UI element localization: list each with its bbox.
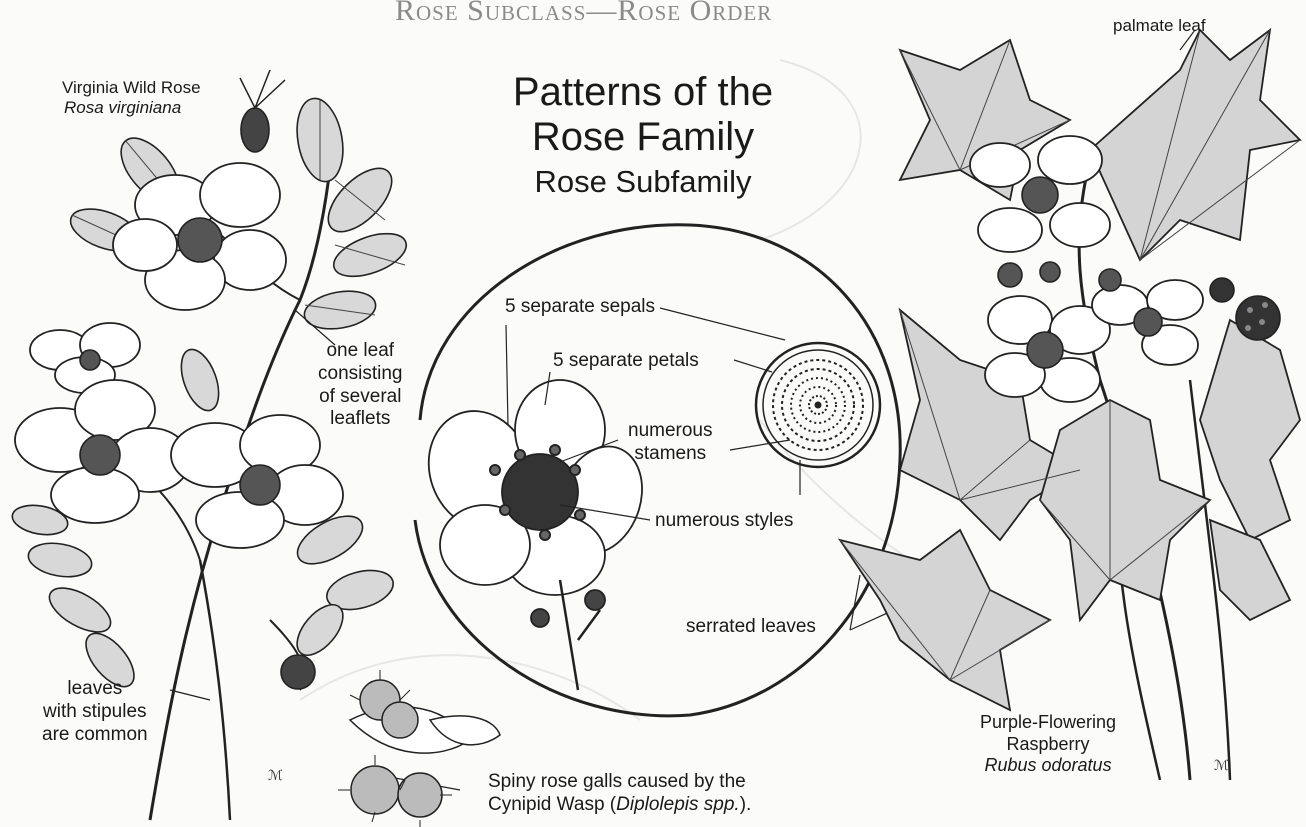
serrated-leaves-label: serrated leaves <box>686 616 816 638</box>
leaflets-label-line-2: consisting <box>318 363 403 386</box>
sepals-label: 5 separate sepals <box>505 296 655 318</box>
diagram-subtitle: Rose Subfamily <box>518 164 768 200</box>
title-line-1: Patterns of the <box>488 70 798 115</box>
styles-label: numerous styles <box>655 510 793 532</box>
leaflets-label-line-4: leaflets <box>318 408 403 431</box>
raspberry-drawing: ℳ <box>840 30 1300 780</box>
virginia-rose-label: Virginia Wild Rose Rosa virginiana <box>62 78 201 117</box>
gall-caption-wasp: Cynipid Wasp ( <box>488 794 616 815</box>
gall-caption-end: ). <box>740 794 752 815</box>
stamens-label: numerous stamens <box>628 420 713 466</box>
diagram-title: Patterns of the Rose Family <box>488 70 798 160</box>
stipules-label-line-2: with stipules <box>42 701 148 724</box>
leaflets-label-line-1: one leaf <box>318 340 403 363</box>
title-line-2: Rose Family <box>488 115 798 160</box>
raspberry-latin-name: Rubus odoratus <box>980 755 1116 777</box>
central-flower-drawing <box>412 380 656 690</box>
gall-caption-line-2: Cynipid Wasp (Diplolepis spp.). <box>488 793 751 816</box>
stipules-label: leaves with stipules are common <box>42 678 148 746</box>
svg-text:ℳ: ℳ <box>1214 759 1229 774</box>
gall-caption: Spiny rose galls caused by the Cynipid W… <box>488 770 751 816</box>
palmate-leaf-label: palmate leaf <box>1113 16 1206 36</box>
stipules-label-line-3: are common <box>42 724 148 747</box>
virginia-rose-latin-name: Rosa virginiana <box>62 98 201 118</box>
svg-text:ℳ: ℳ <box>268 769 283 784</box>
stipules-label-line-1: leaves <box>42 678 148 701</box>
stamens-label-line-2: stamens <box>628 443 713 466</box>
raspberry-label: Purple-Flowering Raspberry Rubus odoratu… <box>980 712 1116 777</box>
petals-label: 5 separate petals <box>553 350 699 372</box>
raspberry-common-name-line-1: Purple-Flowering <box>980 712 1116 734</box>
leaflets-label-line-3: of several <box>318 386 403 409</box>
leaflets-label: one leaf consisting of several leaflets <box>318 340 403 431</box>
gall-caption-latin: Diplolepis spp. <box>616 794 740 815</box>
page-header: Rose Subclass—Rose Order <box>395 0 772 29</box>
gall-caption-line-1: Spiny rose galls caused by the <box>488 770 751 793</box>
flower-cross-section <box>756 343 880 467</box>
raspberry-common-name-line-2: Raspberry <box>980 734 1116 756</box>
virginia-rose-common-name: Virginia Wild Rose <box>62 78 201 98</box>
stamens-label-line-1: numerous <box>628 420 713 443</box>
spiny-gall-drawing <box>338 670 500 827</box>
